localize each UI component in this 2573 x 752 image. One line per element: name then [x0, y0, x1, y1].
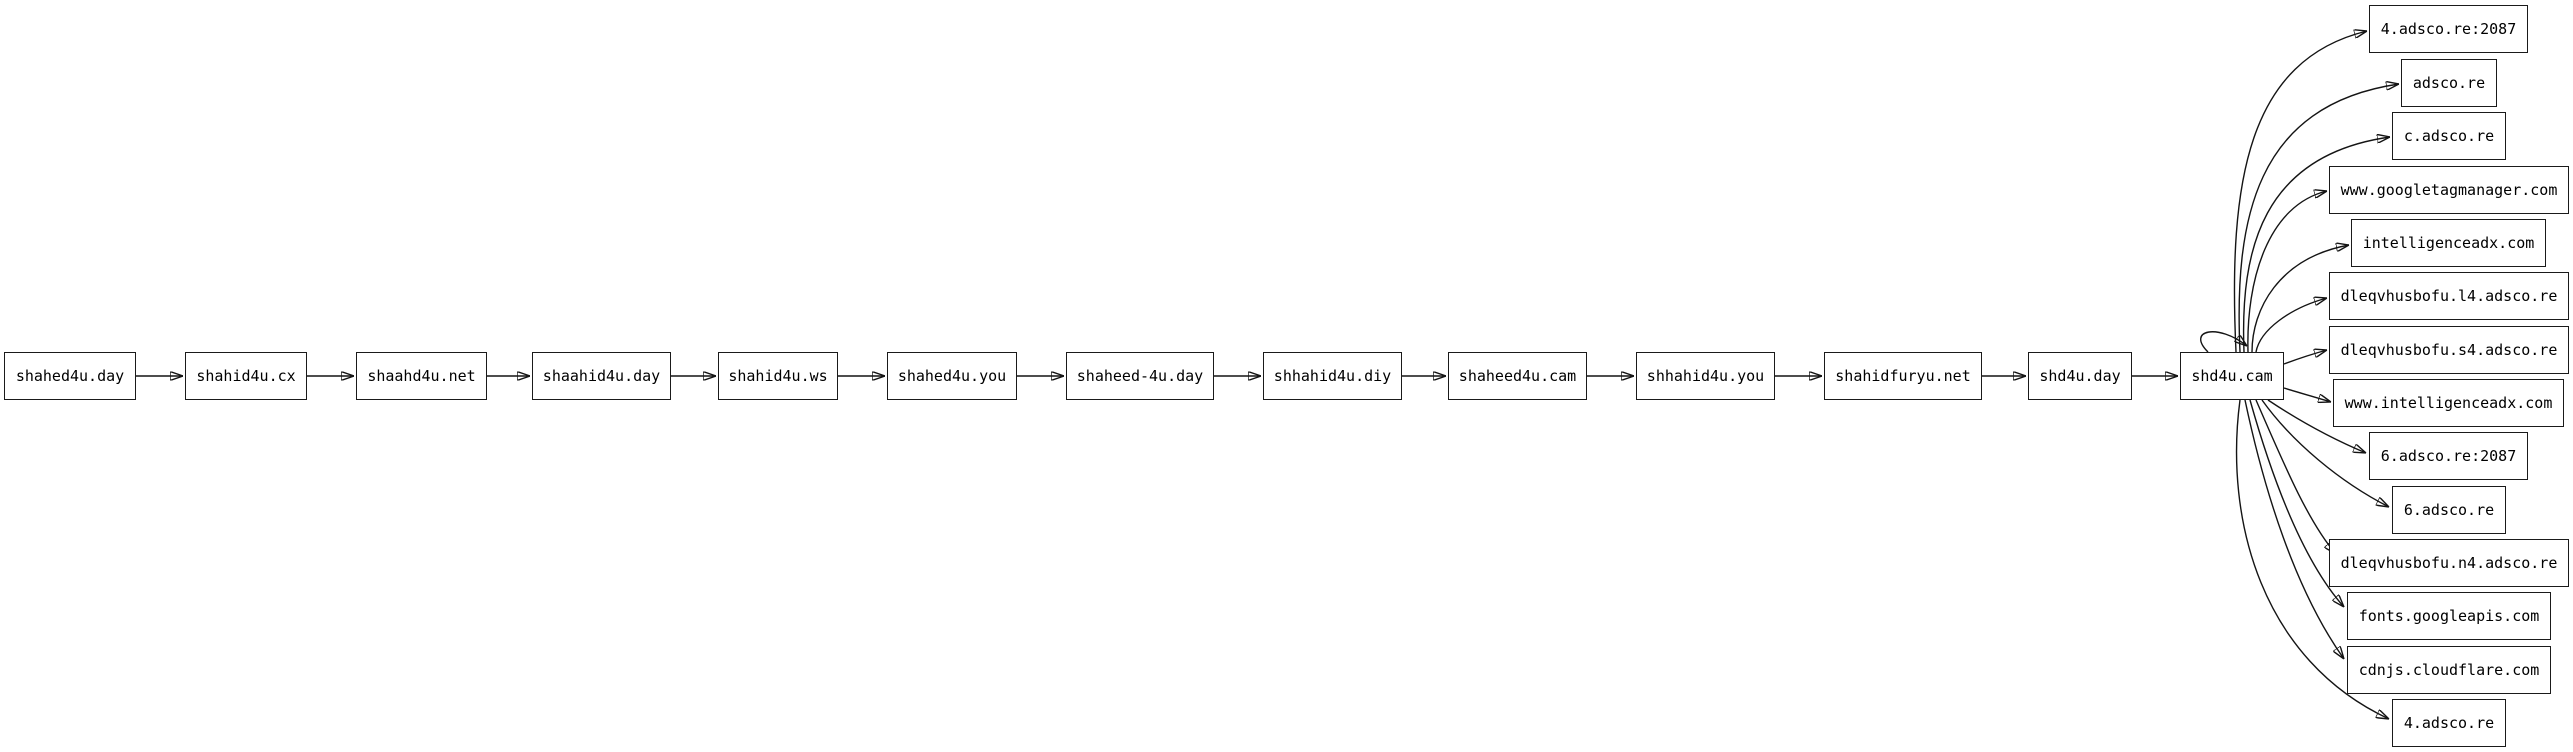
node-4-adsco-re-2087: 4.adsco.re:2087: [2369, 5, 2528, 53]
node-shahed4u-day: shahed4u.day: [4, 352, 136, 400]
edge-shd4u-cam-to-4-adsco-re-2087: [2233, 31, 2367, 353]
edge-shd4u-cam-to-fonts-googleapis-com: [2249, 399, 2344, 607]
node-www-googletagmanager-com: www.googletagmanager.com: [2329, 166, 2569, 214]
node-shahid4u-cx: shahid4u.cx: [185, 352, 307, 400]
edge-shd4u-cam-to-dleqvhusbofu-l4-adsco-re: [2255, 298, 2327, 353]
node-shd4u-cam: shd4u.cam: [2180, 352, 2284, 400]
edge-shd4u-cam-self-loop: [2200, 331, 2247, 353]
edge-shd4u-cam-to-www-intelligenceadx-com: [2283, 387, 2331, 402]
node-www-intelligenceadx-com: www.intelligenceadx.com: [2333, 379, 2564, 427]
node-intelligenceadx-com: intelligenceadx.com: [2351, 219, 2546, 267]
edge-shd4u-cam-to-dleqvhusbofu-n4-adsco-re: [2255, 399, 2336, 554]
node-fonts-googleapis-com: fonts.googleapis.com: [2347, 592, 2551, 640]
node-6-adsco-re: 6.adsco.re: [2392, 486, 2506, 534]
node-shaahid4u-day: shaahid4u.day: [532, 352, 671, 400]
node-dleqvhusbofu-n4-adsco-re: dleqvhusbofu.n4.adsco.re: [2329, 539, 2569, 587]
edge-shd4u-cam-to-6-adsco-re: [2261, 399, 2389, 507]
node-dleqvhusbofu-s4-adsco-re: dleqvhusbofu.s4.adsco.re: [2329, 326, 2569, 374]
node-shhahid4u-diy: shhahid4u.diy: [1263, 352, 1402, 400]
node-dleqvhusbofu-l4-adsco-re: dleqvhusbofu.l4.adsco.re: [2329, 272, 2569, 320]
edge-shd4u-cam-to-www-googletagmanager-com: [2247, 191, 2327, 353]
node-shd4u-day: shd4u.day: [2028, 352, 2132, 400]
node-shahid4u-ws: shahid4u.ws: [718, 352, 838, 400]
edge-shd4u-cam-to-intelligenceadx-com: [2251, 245, 2349, 353]
node-adsco-re: adsco.re: [2401, 59, 2497, 107]
edge-shd4u-cam-to-4-adsco-re: [2235, 399, 2389, 719]
node-shaheed4u-cam: shaheed4u.cam: [1448, 352, 1587, 400]
node-shaheed-4u-day: shaheed-4u.day: [1066, 352, 1214, 400]
node-shahed4u-you: shahed4u.you: [887, 352, 1017, 400]
edge-shd4u-cam-to-dleqvhusbofu-s4-adsco-re: [2283, 350, 2327, 365]
node-shhahid4u-you: shhahid4u.you: [1636, 352, 1775, 400]
node-shahidfuryu-net: shahidfuryu.net: [1824, 352, 1982, 400]
node-cdnjs-cloudflare-com: cdnjs.cloudflare.com: [2347, 646, 2551, 694]
node-6-adsco-re-2087: 6.adsco.re:2087: [2369, 432, 2528, 480]
node-c-adsco-re: c.adsco.re: [2392, 112, 2506, 160]
edge-shd4u-cam-to-c-adsco-re: [2242, 137, 2390, 353]
node-4-adsco-re: 4.adsco.re: [2392, 699, 2506, 747]
node-shaahd4u-net: shaahd4u.net: [356, 352, 487, 400]
edge-shd4u-cam-to-cdnjs-cloudflare-com: [2244, 399, 2344, 659]
edge-shd4u-cam-to-6-adsco-re-2087: [2267, 399, 2366, 453]
edge-shd4u-cam-to-adsco-re: [2238, 84, 2399, 353]
